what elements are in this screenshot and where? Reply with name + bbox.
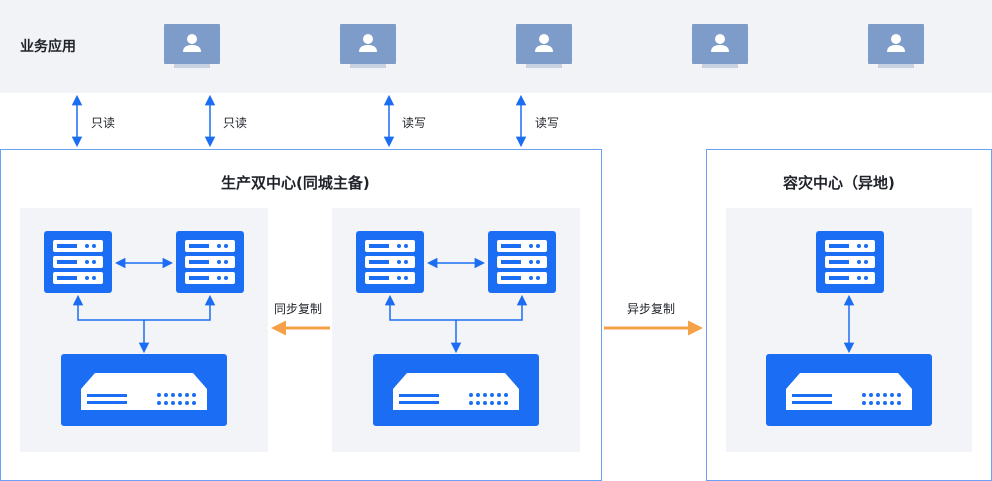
storage-link-primary xyxy=(77,297,211,321)
user-terminal-icon-4 xyxy=(692,24,748,68)
access-label-3: 读写 xyxy=(402,116,427,130)
storage-icon-primary xyxy=(61,354,227,426)
user-terminal-icon-5 xyxy=(868,24,924,68)
server-icon-standby-1 xyxy=(356,231,424,293)
access-label-1: 只读 xyxy=(91,116,116,130)
server-icon-dr xyxy=(816,231,884,293)
production-title: 生产双中心(同城主备) xyxy=(221,174,370,192)
server-icon-primary-2 xyxy=(176,231,244,293)
access-label-4: 读写 xyxy=(535,116,560,130)
business-label: 业务应用 xyxy=(20,39,76,55)
user-terminal-icon-1 xyxy=(164,24,220,68)
storage-link-standby xyxy=(389,297,523,321)
server-icon-primary-1 xyxy=(44,231,112,293)
sync-replication-label: 同步复制 xyxy=(274,302,323,316)
storage-icon-dr xyxy=(766,354,932,426)
user-terminal-icon-2 xyxy=(340,24,396,68)
server-icon-standby-2 xyxy=(488,231,556,293)
storage-icon-standby xyxy=(373,354,539,426)
user-terminal-icon-3 xyxy=(516,24,572,68)
async-replication-label: 异步复制 xyxy=(627,302,676,316)
dr-title: 容灾中心（异地) xyxy=(783,174,895,192)
access-label-2: 只读 xyxy=(223,116,248,130)
